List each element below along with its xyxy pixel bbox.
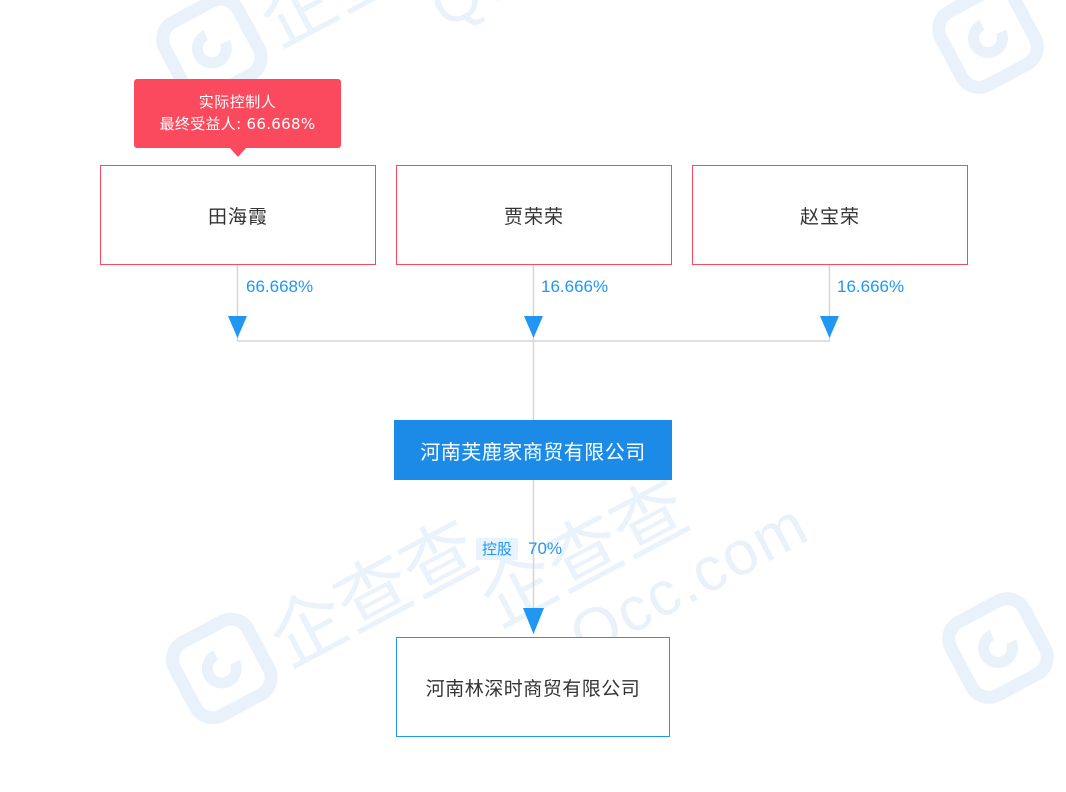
shareholder-node[interactable]: 田海霞 bbox=[100, 165, 376, 265]
ownership-percent-label: 16.666% bbox=[837, 277, 905, 296]
control-relation-ratio: 70% bbox=[528, 539, 563, 558]
shareholder-name: 田海霞 bbox=[207, 205, 268, 228]
control-relation-tag: 控股 bbox=[476, 538, 519, 560]
controller-badge-detail: 最终受益人: 66.668% bbox=[159, 115, 316, 133]
actual-controller-badge[interactable]: 实际控制人 最终受益人: 66.668% bbox=[134, 79, 341, 157]
controller-badge-title: 实际控制人 bbox=[198, 93, 277, 111]
shareholder-node[interactable]: 贾荣荣 bbox=[396, 165, 672, 265]
subsidiary-company-name: 河南林深时商贸有限公司 bbox=[425, 677, 641, 700]
subsidiary-company-node[interactable]: 河南林深时商贸有限公司 bbox=[396, 637, 670, 737]
shareholder-name: 赵宝荣 bbox=[799, 205, 860, 228]
control-relation-label: 控股 70% bbox=[476, 538, 562, 560]
ownership-percent-label: 16.666% bbox=[541, 277, 609, 296]
main-company-node[interactable]: 河南芙鹿家商贸有限公司 bbox=[394, 420, 672, 480]
main-company-name: 河南芙鹿家商贸有限公司 bbox=[420, 439, 646, 464]
ownership-percent-label: 66.668% bbox=[246, 277, 314, 296]
controller-badge-pointer-icon bbox=[228, 147, 247, 157]
shareholder-name: 贾荣荣 bbox=[503, 205, 564, 228]
shareholder-node[interactable]: 赵宝荣 bbox=[692, 165, 968, 265]
